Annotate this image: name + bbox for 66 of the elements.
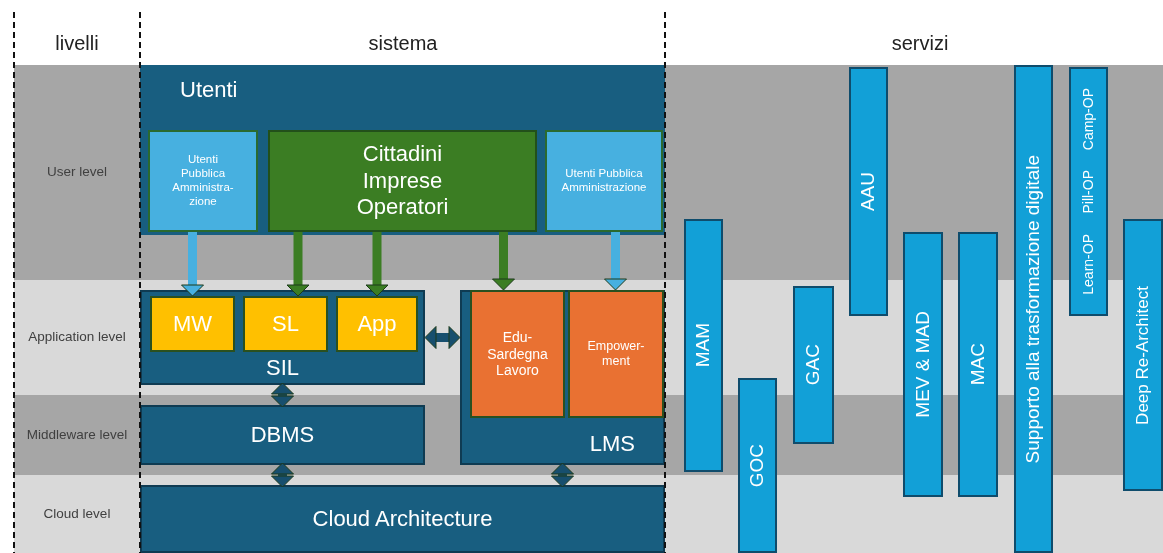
system-panel [140,65,665,235]
box-label: App [357,310,397,338]
arrow [492,232,515,291]
service-bar [738,378,777,553]
arrow [181,232,204,297]
user-group-box [268,130,537,232]
arrow [286,232,310,297]
service-label: MAC [966,343,989,386]
column-heading: sistema [368,32,438,55]
box-label: Utenti Pubblica Amministra-zione [172,153,234,209]
box-label: MW [172,310,213,338]
module-box [470,290,565,418]
panel-title: LMS [589,430,635,457]
service-label: Camp-OP [1080,88,1097,151]
level-band [14,395,140,475]
service-label: GAC [802,344,825,386]
panel-title: Utenti [180,77,238,104]
service-label: Supporto alla trasformazione digitale [1022,154,1045,464]
service-bar [793,286,834,444]
module-box [150,296,235,352]
level-band [14,475,140,553]
module-box [568,290,664,418]
level-label: Cloud level [42,505,112,523]
system-panel [140,485,665,553]
level-label: Application level [27,329,127,346]
box-label: Edu-Sardegna Lavoro [487,328,548,380]
panel-title: Cloud Architecture [312,505,493,533]
level-band [14,280,140,395]
panel-title: DBMS [250,421,315,449]
service-bar [684,219,723,472]
service-bar [849,67,888,316]
arrow [365,232,389,297]
double-arrow [271,462,294,488]
user-group-box [148,130,258,232]
service-label: MAM [692,323,715,368]
level-label: User level [46,164,108,181]
box-label: SL [272,310,299,338]
service-bar [1123,219,1163,491]
service-label: Deep Re-Architect [1132,285,1153,425]
panel-title: SIL [266,354,299,381]
module-box [336,296,418,352]
column-heading: livelli [55,32,99,55]
service-bar [1014,65,1053,553]
service-label: Pill-OP [1080,170,1097,215]
service-label: GOC [746,443,769,488]
system-panel [460,290,665,465]
double-arrow [271,382,294,408]
service-bar [903,232,943,497]
service-bar [958,232,998,497]
system-panel [140,290,425,385]
service-bar [1069,67,1108,316]
box-label: Cittadini Imprese Operatori [356,141,449,221]
column-heading: servizi [891,32,949,55]
system-panel [140,405,425,465]
box-label: Empower-ment [587,339,645,369]
arrow [604,232,627,291]
user-group-box [545,130,663,232]
level-label: Middleware level [25,426,129,444]
service-label: AAU [857,171,880,212]
service-label: Learn-OP [1080,234,1097,295]
module-box [243,296,328,352]
double-arrow [424,326,461,349]
level-band [14,65,140,280]
box-label: Utenti Pubblica Amministrazione [561,167,647,195]
service-label: MEV & MAD [911,311,934,418]
double-arrow [551,462,574,488]
